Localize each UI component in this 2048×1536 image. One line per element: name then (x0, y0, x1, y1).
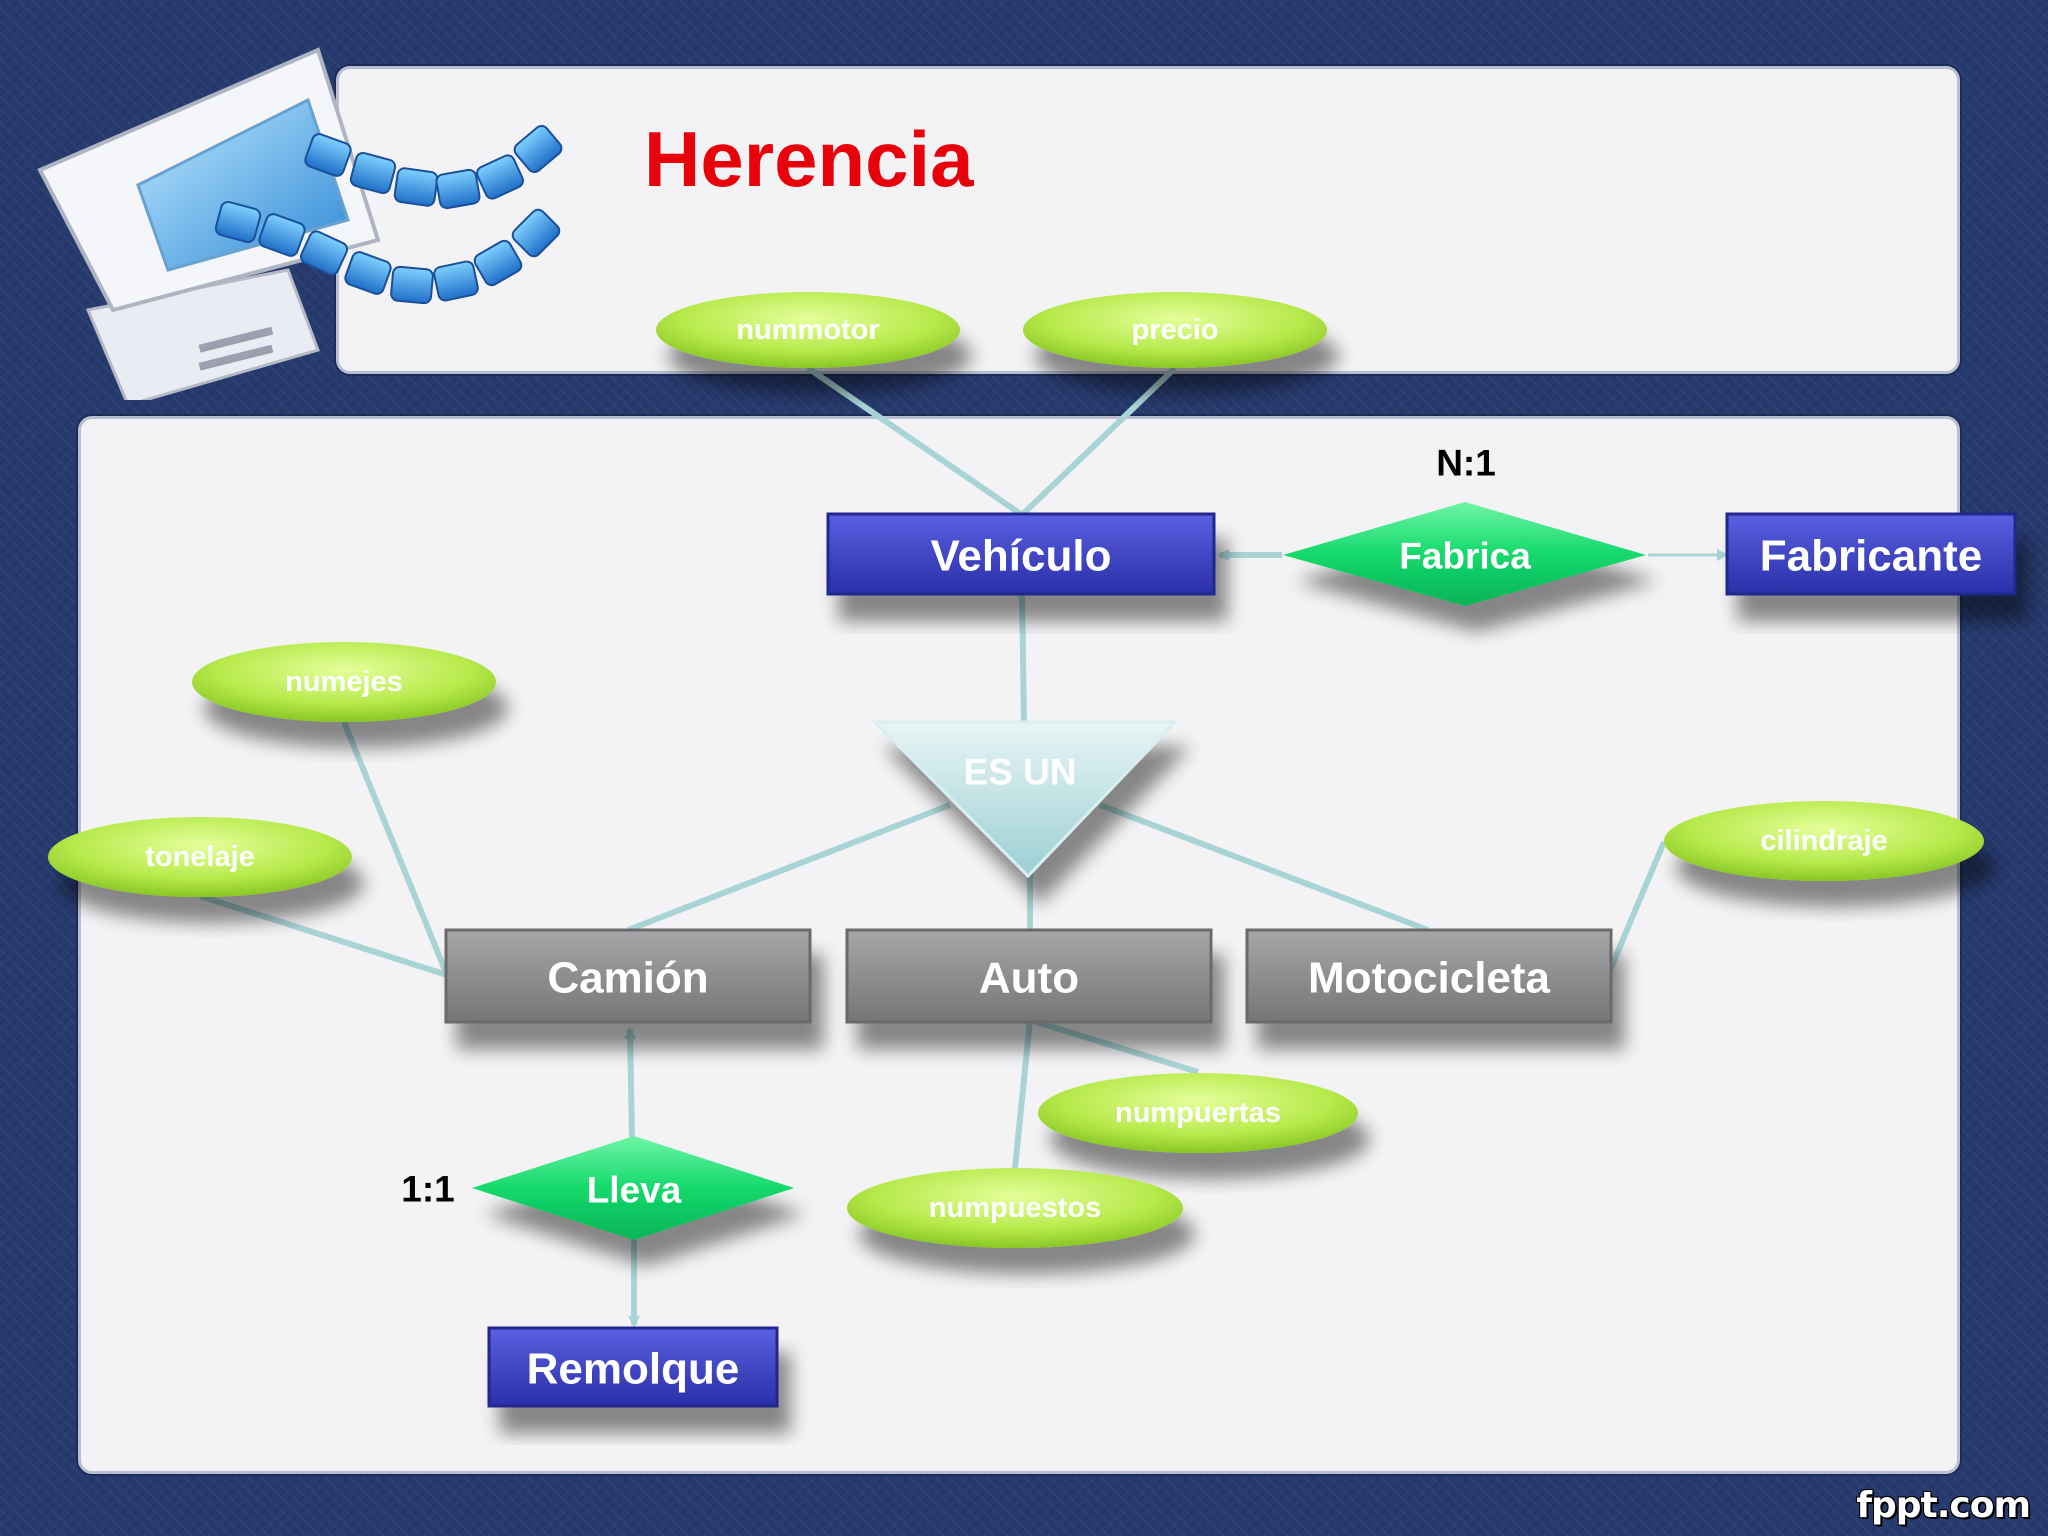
fppt-watermark: fppt.com (1856, 1485, 2031, 1526)
entity-camion-label: Camión (547, 954, 708, 1003)
isa-label: ES UN (963, 752, 1076, 793)
connector-lleva-camion (624, 1027, 637, 1139)
attr-numejes: numejes (192, 642, 496, 722)
attr-nummotor-label: nummotor (736, 314, 879, 346)
connector-isa-camion (626, 802, 952, 933)
connector-tonelaje-camion (199, 893, 448, 978)
attr-numpuestos-label: numpuestos (929, 1192, 1101, 1224)
isa-triangle: ES UN (871, 720, 1179, 879)
attr-cilindraje: cilindraje (1664, 801, 1984, 881)
connector-auto-numpuertas (1029, 1017, 1199, 1075)
entity-vehiculo: Vehículo (826, 512, 1216, 596)
connector-auto-numpuestos (1012, 1019, 1033, 1169)
attr-numpuertas: numpuertas (1038, 1073, 1358, 1153)
entity-camion: Camión (444, 928, 812, 1024)
relationship-fabrica: Fabrica (1283, 502, 1646, 606)
page-title: Herencia (644, 115, 974, 203)
cardinality-lleva: 1:1 (401, 1169, 454, 1210)
cardinality-fabrica: N:1 (1436, 443, 1496, 484)
relationship-lleva: Lleva (472, 1136, 794, 1240)
entity-remolque-label: Remolque (527, 1345, 740, 1394)
relationship-fabrica-label: Fabrica (1399, 536, 1531, 577)
http-keys (214, 200, 561, 305)
connectors (199, 365, 1729, 1328)
attr-numejes-label: numejes (285, 666, 403, 698)
attr-precio-label: precio (1131, 314, 1218, 346)
entity-fabricante-label: Fabricante (1760, 532, 1983, 581)
entity-remolque: Remolque (487, 1326, 779, 1408)
attr-cilindraje-label: cilindraje (1760, 825, 1887, 857)
entity-motocicleta: Motocicleta (1245, 928, 1613, 1024)
entity-auto: Auto (845, 928, 1213, 1024)
computer-http-logo (37, 47, 563, 400)
attr-tonelaje-label: tonelaje (145, 841, 255, 873)
connector-precio-vehiculo (1019, 365, 1178, 518)
connector-nummotor-vehiculo (806, 365, 1024, 518)
attr-numpuertas-label: numpuertas (1115, 1097, 1281, 1129)
entity-vehiculo-label: Vehículo (931, 532, 1112, 581)
www-keys (304, 124, 563, 210)
connector-numejes-camion (341, 720, 450, 977)
entity-auto-label: Auto (979, 954, 1079, 1003)
connector-vehiculo-isa (1019, 592, 1027, 723)
entity-fabricante: Fabricante (1725, 512, 2017, 596)
attr-nummotor: nummotor (656, 292, 960, 368)
entity-motocicleta-label: Motocicleta (1308, 954, 1551, 1003)
connector-cilindraje-moto (1605, 840, 1667, 977)
connector-isa-motocicleta (1098, 802, 1430, 933)
attr-precio: precio (1023, 292, 1327, 368)
attr-numpuestos: numpuestos (847, 1168, 1183, 1248)
attr-tonelaje: tonelaje (48, 817, 352, 897)
relationship-lleva-label: Lleva (587, 1170, 682, 1211)
